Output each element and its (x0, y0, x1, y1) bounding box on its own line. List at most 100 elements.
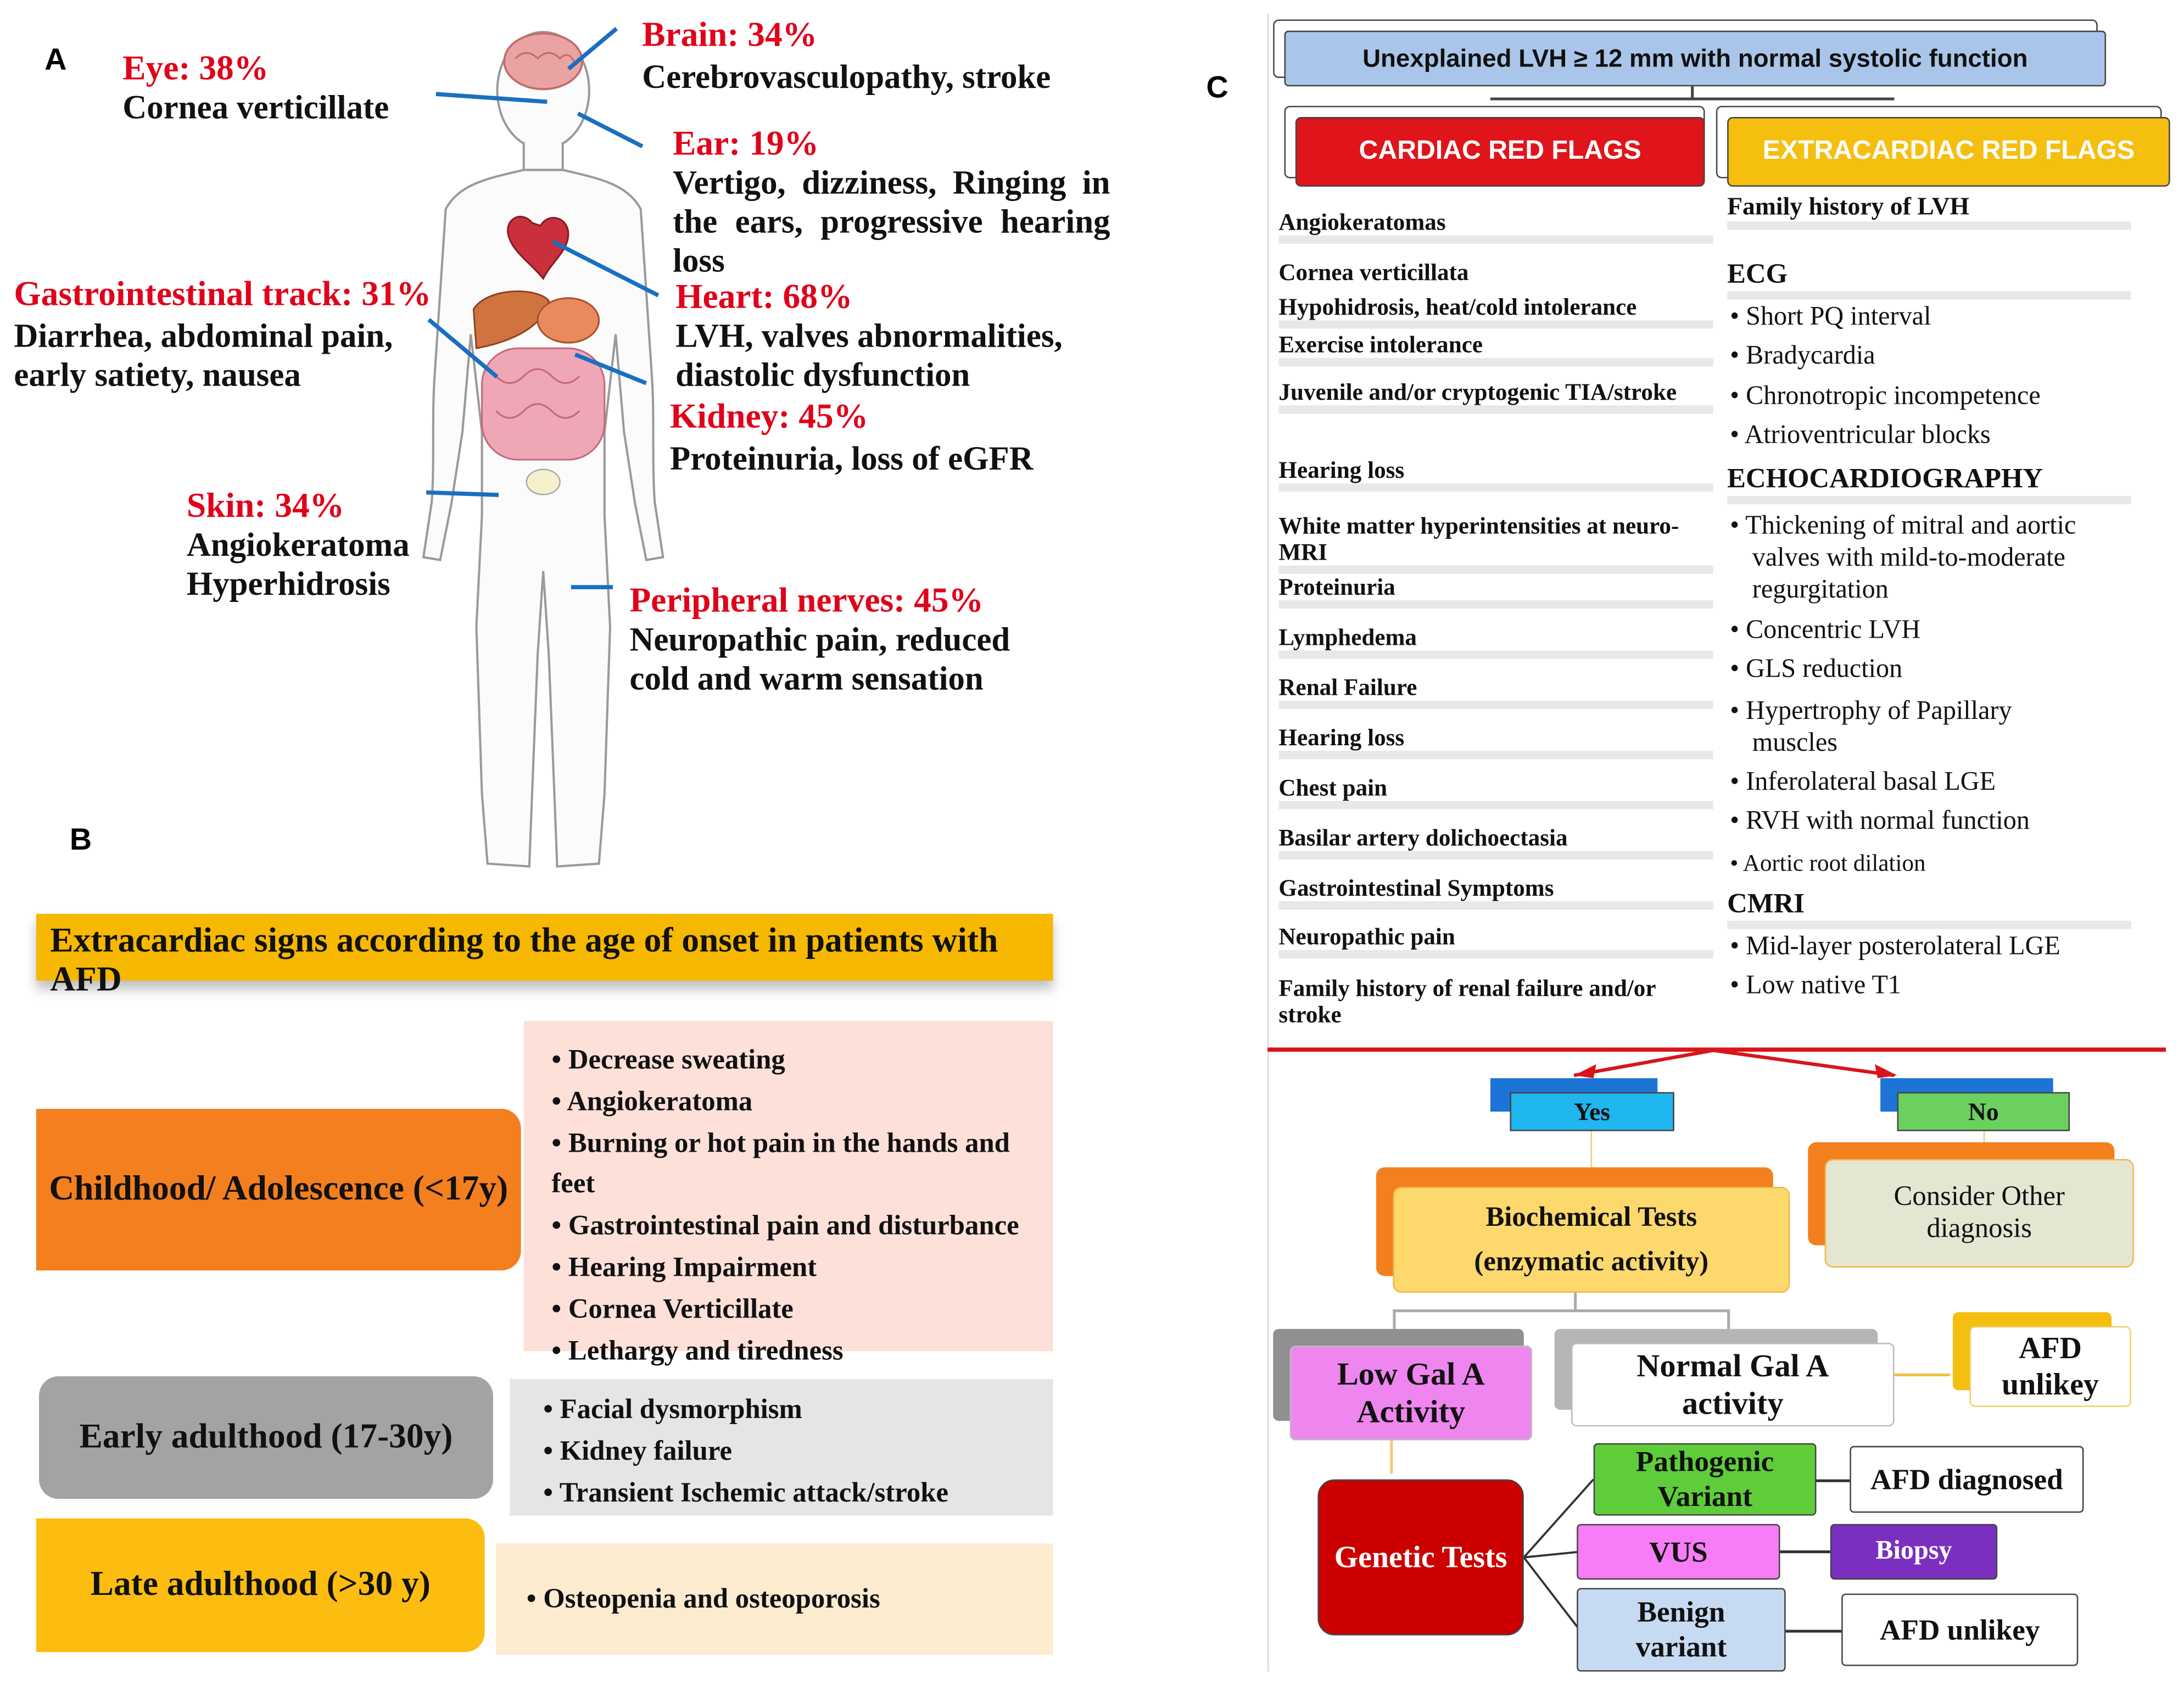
genetic-tests-box: Genetic Tests (1317, 1479, 1524, 1636)
cardiac-flag-item: Angiokeratomas (1278, 209, 1713, 244)
childhood-signs-list: Decrease sweating Angiokeratoma Burning … (523, 1021, 1053, 1366)
list-item: Hearing Impairment (551, 1248, 1053, 1290)
stage-late-adulthood: Late adulthood (>30 y) (36, 1518, 485, 1653)
consider-other-diagnosis-box: Consider Other diagnosis (1824, 1159, 2134, 1268)
nerves-desc: Neuropathic pain, reduced cold and warm … (629, 622, 1010, 698)
kidney-title: Kidney: 45% (670, 398, 869, 436)
stage-early-adulthood: Early adulthood (17-30y) (39, 1376, 493, 1499)
family-history-lvh: Family history of LVH (1727, 192, 2131, 230)
cardiac-flag-item: Hypohidrosis, heat/cold intolerance (1278, 294, 1713, 329)
late-adulthood-signs-list: Osteopenia and osteoporosis (495, 1543, 1053, 1655)
cardiac-flag-item: Family history of renal failure and/or s… (1278, 975, 1656, 1028)
connector (1983, 1131, 1985, 1145)
eye-desc: Cornea verticillate (122, 90, 389, 127)
eye-title: Eye: 38% (122, 50, 269, 88)
cardiac-flag-item: White matter hyperintensities at neuro-M… (1278, 512, 1713, 574)
cardiac-flag-item: Renal Failure (1278, 674, 1713, 710)
cardiac-flag-item: Exercise intolerance (1278, 332, 1713, 367)
heart-title: Heart: 68% (675, 278, 853, 316)
echo-item: Thickening of mitral and aortic valves w… (1730, 510, 2128, 606)
afd-unlikey-top-box: AFD unlikey (1969, 1326, 2131, 1407)
connector (1590, 1131, 1593, 1170)
low-gal-a-activity-box: Low Gal A Activity (1289, 1346, 1533, 1441)
vertical-divider (1267, 14, 1269, 1672)
benign-variant-box: Benign variant (1577, 1588, 1786, 1672)
echo-item: RVH with normal function (1730, 805, 2156, 837)
gi-title: Gastrointestinal track: 31% (14, 276, 432, 314)
ecg-heading: ECG (1727, 259, 2131, 300)
brain-title: Brain: 34% (642, 16, 818, 54)
connector (1691, 86, 1693, 98)
cmri-heading: CMRI (1727, 889, 2131, 929)
yes-no-arrows (1573, 1048, 1897, 1079)
cardiac-flag-item: Proteinuria (1278, 574, 1713, 609)
cardiac-flag-item: Hearing loss (1278, 457, 1713, 492)
connector (1816, 1479, 1850, 1482)
connector (1390, 1440, 1393, 1474)
panel-label-c: C (1206, 69, 1228, 105)
list-item: Cornea Verticillate (551, 1290, 1053, 1331)
list-item: Lethargy and tiredness (551, 1331, 1053, 1373)
list-item: Gastrointestinal pain and disturbance (551, 1207, 1053, 1248)
connector (1490, 97, 1895, 100)
ecg-item: Short PQ interval (1730, 301, 2156, 333)
list-item: Decrease sweating (551, 1041, 1053, 1082)
list-item: Transient Ischemic attack/stroke (543, 1473, 1053, 1515)
extracardiac-red-flags-header: EXTRACARDIAC RED FLAGS (1727, 117, 2170, 187)
list-item: Facial dysmorphism (543, 1390, 1053, 1432)
cmri-item: Mid-layer posterolateral LGE (1730, 930, 2156, 962)
ecg-item: Bradycardia (1730, 340, 2156, 372)
connector (1780, 1550, 1830, 1553)
heart-desc: LVH, valves abnormalities, diastolic dys… (675, 319, 1063, 394)
list-item: Angiokeratoma (551, 1082, 1053, 1124)
skin-title: Skin: 34% (186, 487, 345, 526)
brain-desc: Cerebrovasculopathy, stroke (642, 60, 1051, 97)
gi-desc: Diarrhea, abdominal pain, early satiety,… (14, 319, 393, 394)
ecg-item: Chronotropic incompetence (1730, 380, 2156, 412)
vus-box: VUS (1577, 1523, 1780, 1580)
kidney-desc: Proteinuria, loss of eGFR (670, 442, 1034, 478)
echo-item: GLS reduction (1730, 654, 2156, 685)
skin-desc: Angiokeratoma Hyperhidrosis (186, 528, 410, 604)
nerves-leader-line (571, 585, 613, 589)
stage-childhood: Childhood/ Adolescence (<17y) (36, 1108, 521, 1271)
human-body-illustration (422, 31, 664, 868)
cardiac-flag-item: Juvenile and/or cryptogenic TIA/stroke (1278, 379, 1713, 414)
panel-label-a: A (44, 42, 67, 77)
cardiac-flag-item: Lymphedema (1278, 624, 1713, 659)
ecg-item: Atrioventricular blocks (1730, 419, 2156, 451)
echo-item: Inferolateral basal LGE (1730, 766, 2156, 798)
cardiac-flag-item: Cornea verticillata (1278, 259, 1469, 286)
normal-gal-a-activity-box: Normal Gal A activity (1571, 1343, 1895, 1427)
echo-item: Concentric LVH (1730, 615, 2156, 646)
connector (1785, 1629, 1842, 1632)
cardiac-flag-item: Gastrointestinal Symptoms (1278, 875, 1713, 910)
pathogenic-variant-box: Pathogenic Variant (1593, 1443, 1817, 1516)
biopsy-box: Biopsy (1830, 1523, 1998, 1580)
list-item: Burning or hot pain in the hands and fee… (551, 1124, 1053, 1207)
cardiac-flag-item: Neuropathic pain (1278, 924, 1713, 959)
unexplained-lvh-box: Unexplained LVH ≥ 12 mm with normal syst… (1284, 30, 2107, 87)
cardiac-flag-item: Chest pain (1278, 774, 1713, 810)
cardiac-red-flags-header: CARDIAC RED FLAGS (1295, 117, 1705, 187)
genetic-branch-lines (1523, 1478, 1594, 1631)
echo-item: Hypertrophy of Papillary muscles (1730, 695, 2101, 760)
ear-title: Ear: 19% (673, 125, 819, 163)
panel-b-banner: Extracardiac signs according to the age … (36, 913, 1053, 999)
panel-label-b: B (69, 822, 92, 857)
no-box: No (1897, 1092, 2070, 1131)
cmri-item: Low native T1 (1730, 969, 2156, 1001)
echo-heading: ECHOCARDIOGRAPHY (1727, 464, 2131, 505)
list-item: Osteopenia and osteoporosis (527, 1580, 1053, 1621)
echo-item: Aortic root dilation (1730, 847, 2156, 879)
connector (1393, 1309, 1395, 1346)
ear-desc: Vertigo, dizziness, Ringing in the ears,… (673, 165, 1110, 280)
early-adulthood-signs-list: Facial dysmorphism Kidney failure Transi… (510, 1379, 1053, 1516)
connector (1574, 1292, 1576, 1310)
connector (1727, 1309, 1729, 1343)
yes-box: Yes (1510, 1092, 1674, 1131)
afd-diagnosed-box: AFD diagnosed (1850, 1446, 2084, 1513)
list-item: Kidney failure (543, 1432, 1053, 1474)
biochemical-tests-box: Biochemical Tests (enzymatic activity) (1393, 1187, 1790, 1293)
